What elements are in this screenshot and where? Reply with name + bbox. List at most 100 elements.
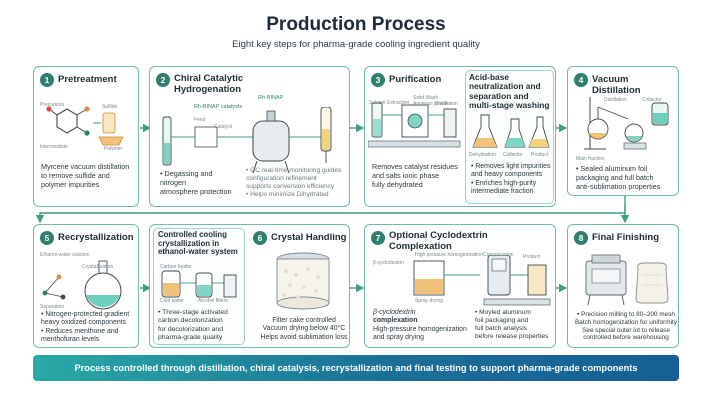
step-2-side-0: • GC real-time monitoring guides bbox=[246, 167, 342, 174]
step-5b-label-2: Alcohol filters bbox=[198, 298, 228, 304]
step-2-side-3: • Helps minimize Dihydrated bbox=[246, 191, 329, 199]
step-5-note-3: menthofuran levels bbox=[41, 336, 100, 344]
summary-banner: Process controlled through distillation,… bbox=[33, 355, 679, 381]
step-6-title: Crystal Handling bbox=[271, 232, 347, 243]
step-4-label-2: Main fraction bbox=[576, 156, 605, 162]
step-1-desc: Myrcene vacuum distillation to remove su… bbox=[41, 162, 137, 189]
step-1-title: Pretreatment bbox=[58, 74, 117, 85]
step-7-label-4: Product bbox=[523, 254, 541, 260]
step-3b-label-1: Collector bbox=[503, 152, 523, 158]
step-3b-desc: • Removes light impurities and heavy com… bbox=[471, 163, 555, 197]
step-2-label-2: Catalyst bbox=[214, 124, 233, 130]
step-2-side-1: configuration refinement bbox=[246, 175, 317, 183]
vacuum-distillation-icon bbox=[584, 97, 669, 150]
step-4-label-0: Distillation bbox=[604, 97, 627, 103]
step-7-note-3: and spray drying bbox=[373, 334, 424, 342]
step-7-desc: β-cyclodextrin complexation High-pressur… bbox=[373, 309, 473, 343]
step-7-label-3: Complexation bbox=[483, 252, 514, 258]
step-6-note-1: Vacuum drying below 40°C bbox=[262, 325, 346, 333]
milling-machine-icon bbox=[585, 254, 669, 306]
hydrogenation-reactor-icon bbox=[162, 107, 332, 174]
step-4-note-2: anti-sublimation properties bbox=[576, 181, 661, 191]
step-5b-label-1: Cold water bbox=[160, 298, 184, 304]
step-3b-label-0: Dehydration bbox=[469, 152, 496, 158]
step-3b-note-2: • Enriches high-purity bbox=[471, 179, 537, 187]
step-3-note-2: fully dehydrated bbox=[372, 179, 423, 189]
flask-set-icon bbox=[472, 114, 550, 148]
step-5b-note-0: • Three-stage activated bbox=[158, 309, 228, 316]
step-8-note-3: controlled before warehousing bbox=[583, 334, 669, 342]
step-6-badge: 6 bbox=[253, 231, 267, 245]
step-4-note-0: • Sealed aluminum foil bbox=[576, 164, 648, 173]
step-5-desc: • Nitrogen-protected gradient heavy oxid… bbox=[41, 311, 139, 345]
page-subtitle: Eight key steps for pharma-grade cooling… bbox=[232, 39, 480, 50]
step-3b-note-3: intermediate fraction bbox=[471, 188, 534, 196]
step-5-label-2: Separation bbox=[40, 304, 65, 310]
purification-setup-icon bbox=[368, 102, 461, 148]
step-5-label-0: Ethanol-water solution bbox=[40, 252, 90, 258]
step-6-desc: Filter cake controlled Vacuum drying bel… bbox=[258, 317, 350, 342]
step-1-note-2: polymer impurities bbox=[41, 179, 100, 189]
arrow-row-wrap bbox=[35, 206, 626, 224]
molecule-icon bbox=[46, 106, 124, 146]
step-3-title: Purification bbox=[389, 74, 442, 85]
step-5b-note-3: pharma-grade quality bbox=[158, 333, 223, 341]
step-5b-desc: • Three-stage activated carbon decoloriz… bbox=[158, 309, 246, 342]
step-7-side-1: foil packaging and bbox=[475, 317, 529, 325]
step-7-side-0: • Moyled aluminum bbox=[475, 309, 531, 316]
step-2-label-0: Rh-BINAP catalysts bbox=[194, 104, 243, 110]
step-2-note-2: atmosphere protection bbox=[160, 186, 232, 196]
step-8-badge: 8 bbox=[574, 231, 588, 245]
step-5b-note-1: carbon decolorization bbox=[158, 317, 223, 325]
step-1-badge: 1 bbox=[40, 73, 54, 87]
step-7-label-1: High pressure homogenization bbox=[415, 252, 483, 258]
step-1-card: 1 Pretreatment Precursors Intermediate S… bbox=[33, 66, 139, 207]
step-4-note-1: packaging and full batch bbox=[576, 172, 654, 182]
step-3-note-0: Removes catalyst residues bbox=[372, 162, 458, 171]
step-7-label-2: Spray drying bbox=[415, 298, 444, 304]
step-5-note-2: • Reduces menthone and bbox=[41, 327, 119, 335]
step-2-card: 2 Chiral Catalytic Hydrogenation Rh-BINA… bbox=[149, 66, 350, 207]
step-8-title: Final Finishing bbox=[592, 232, 660, 243]
step-5-label-1: Crystallization bbox=[82, 264, 114, 270]
step-7-card: 7 Optional Cyclodextrin Complexation β-c… bbox=[364, 224, 556, 348]
step-3-badge: 3 bbox=[371, 73, 385, 87]
step-3b-note-1: and heavy components bbox=[471, 171, 543, 179]
crystallization-flask-icon bbox=[42, 260, 122, 310]
step-1-label-0: Precursors bbox=[40, 102, 65, 108]
step-3-label-3: Distillation bbox=[435, 101, 458, 107]
step-2-desc: • Degassing and nitrogen atmosphere prot… bbox=[160, 169, 242, 196]
step-3-desc: Removes catalyst residues and salts ioni… bbox=[372, 162, 464, 189]
step-4-badge: 4 bbox=[574, 73, 588, 87]
step-3-card: 3 Purification Acid-base neutralization … bbox=[364, 66, 556, 207]
step-8-desc: • Precision milling to 80–200 mesh Batch… bbox=[574, 311, 678, 342]
step-1-note-1: to remove sulfide and bbox=[41, 170, 110, 180]
step-3-label-0: Solvent Extraction bbox=[369, 100, 410, 106]
step-3-note-1: and salts ionic phase bbox=[372, 170, 440, 180]
step-5b-label-0: Carbon heater bbox=[160, 264, 192, 270]
step-4-desc: • Sealed aluminum foil packaging and ful… bbox=[576, 164, 676, 191]
step-2-note-0: • Degassing and bbox=[160, 169, 213, 178]
step-8-card: 8 Final Finishing • Precision milling to… bbox=[567, 224, 679, 348]
step-7-note-2: High-pressure homogenization bbox=[373, 325, 467, 333]
step-7-note-0: β-cyclodextrin bbox=[373, 309, 416, 316]
step-7-title: Optional Cyclodextrin Complexation bbox=[389, 230, 488, 252]
step-3b-note-0: • Removes light impurities bbox=[471, 163, 551, 170]
step-6-note-2: Helps avoid sublimation loss bbox=[260, 333, 348, 341]
step-4-label-1: Collector bbox=[642, 97, 662, 103]
step-2-title: Chiral Catalytic Hydrogenation bbox=[174, 73, 244, 95]
step-8-note-0: • Precision milling to 80–200 mesh bbox=[577, 311, 675, 318]
step-4-card: 4 Vacuum Distillation Distillation Colle… bbox=[567, 66, 679, 196]
step-5-badge: 5 bbox=[40, 231, 54, 245]
step-8-note-2: See special outer lot to release bbox=[582, 326, 670, 334]
step-7-label-0: β-cyclodextrin bbox=[373, 260, 404, 266]
page-title: Production Process bbox=[266, 14, 446, 35]
step-1-label-2: Sulfide bbox=[102, 104, 118, 110]
step-5-card: 5 Recrystallization Ethanol-water soluti… bbox=[33, 224, 139, 348]
step-5-note-1: heavy oxidized components bbox=[41, 319, 127, 327]
step-2-label-3: Rh-BINAP bbox=[258, 95, 284, 101]
step-6-note-0: Filter cake controlled bbox=[272, 317, 336, 324]
step-3b-title: Acid-base neutralization and separation … bbox=[469, 72, 550, 111]
step-2-badge: 2 bbox=[156, 73, 170, 87]
step-5b-note-2: for decolorization and bbox=[158, 325, 223, 333]
